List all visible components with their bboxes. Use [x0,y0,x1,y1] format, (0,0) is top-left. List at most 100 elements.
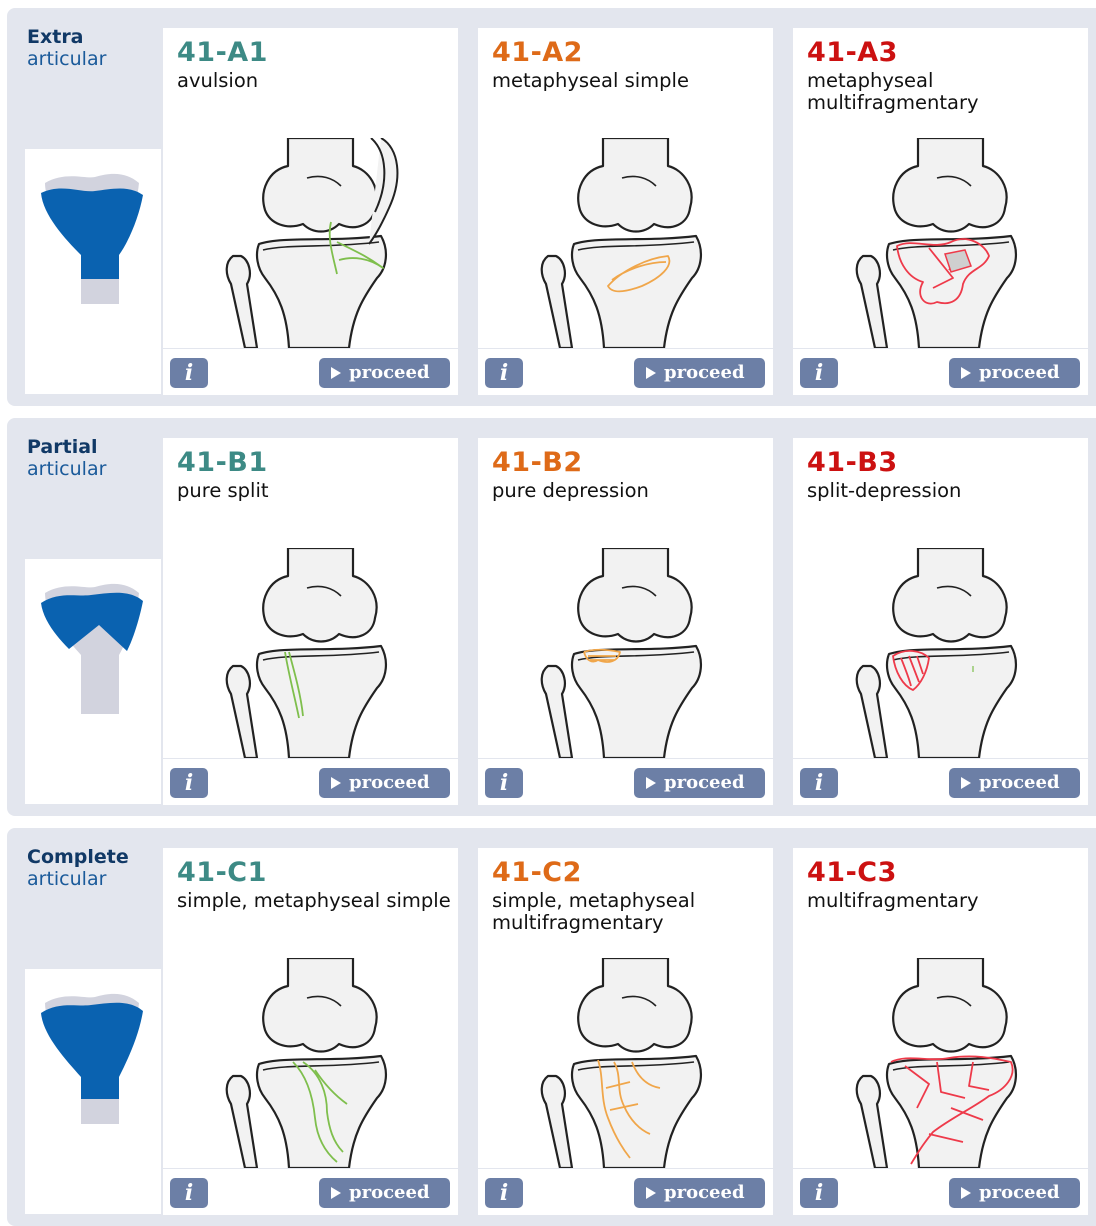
fracture-illustration [833,138,1063,348]
info-button[interactable]: i [485,768,523,798]
proceed-button[interactable]: proceed [634,358,765,388]
classification-name: simple, metaphyseal simple [177,890,452,912]
proceed-label: proceed [664,1182,745,1203]
proceed-button[interactable]: proceed [949,1178,1080,1208]
card-footer: i proceed [478,348,773,395]
classification-code: 41-A2 [492,37,583,68]
info-icon: i [815,770,823,796]
card-footer: i proceed [793,1168,1088,1215]
play-triangle-icon [331,367,341,379]
info-button[interactable]: i [800,768,838,798]
classification-code: 41-B2 [492,447,583,478]
card-footer: i proceed [163,348,458,395]
classification-name: simple, metaphyseal multifragmentary [492,890,767,934]
proceed-label: proceed [349,1182,430,1203]
play-triangle-icon [961,367,971,379]
classification-card-41-b1[interactable]: 41-B1pure split i proceed [163,438,458,805]
proceed-button[interactable]: proceed [634,768,765,798]
classification-name: metaphyseal multifragmentary [807,70,1082,114]
row-title-rest: articular [27,458,106,480]
card-footer: i proceed [793,758,1088,805]
proceed-button[interactable]: proceed [949,358,1080,388]
classification-name: pure split [177,480,452,502]
complete-articular-thumbnail [25,969,161,1214]
info-icon: i [185,770,193,796]
proceed-button[interactable]: proceed [319,358,450,388]
proceed-button[interactable]: proceed [319,1178,450,1208]
classification-name: split-depression [807,480,1082,502]
info-button[interactable]: i [800,1178,838,1208]
row-title-bold: Extra [27,26,106,48]
classification-code: 41-C2 [492,857,582,888]
info-icon: i [185,360,193,386]
fracture-illustration [203,548,433,758]
play-triangle-icon [646,367,656,379]
play-triangle-icon [961,1187,971,1199]
play-triangle-icon [646,777,656,789]
info-button[interactable]: i [170,1178,208,1208]
play-triangle-icon [961,777,971,789]
classification-code: 41-A3 [807,37,898,68]
fracture-illustration [518,548,748,758]
partial-articular-thumbnail [25,559,161,804]
row-panel-complete: Completearticular41-C1simple, metaphysea… [7,828,1096,1226]
info-button[interactable]: i [485,358,523,388]
classification-code: 41-C3 [807,857,897,888]
classification-card-41-a3[interactable]: 41-A3metaphyseal multifragmentary i procee… [793,28,1088,395]
play-triangle-icon [646,1187,656,1199]
classification-code: 41-B3 [807,447,898,478]
proceed-label: proceed [349,772,430,793]
row-title-rest: articular [27,48,106,70]
info-button[interactable]: i [800,358,838,388]
proceed-button[interactable]: proceed [634,1178,765,1208]
info-button[interactable]: i [170,768,208,798]
card-footer: i proceed [793,348,1088,395]
row-panel-extra: Extraarticular 41-A1avulsion i proceed 41-A2… [7,8,1096,406]
proceed-label: proceed [979,362,1060,383]
row-title-rest: articular [27,868,129,890]
fracture-illustration [833,958,1063,1168]
classification-name: avulsion [177,70,452,92]
fracture-illustration [203,958,433,1168]
proceed-label: proceed [979,772,1060,793]
info-button[interactable]: i [170,358,208,388]
classification-name: pure depression [492,480,767,502]
classification-card-41-b2[interactable]: 41-B2pure depression i proceed [478,438,773,805]
proceed-button[interactable]: proceed [949,768,1080,798]
row-title: Extraarticular [27,26,106,70]
classification-code: 41-B1 [177,447,268,478]
proceed-label: proceed [664,772,745,793]
proceed-button[interactable]: proceed [319,768,450,798]
proceed-label: proceed [349,362,430,383]
proceed-label: proceed [664,362,745,383]
classification-code: 41-A1 [177,37,268,68]
fracture-illustration [518,138,748,348]
card-footer: i proceed [478,1168,773,1215]
row-panel-partial: Partialarticular41-B1pure splitiproceed4… [7,418,1096,816]
classification-name: multifragmentary [807,890,1082,912]
row-title-bold: Complete [27,846,129,868]
info-icon: i [815,1180,823,1206]
fracture-illustration [203,138,433,348]
card-footer: i proceed [163,1168,458,1215]
row-title: Partialarticular [27,436,106,480]
info-button[interactable]: i [485,1178,523,1208]
info-icon: i [500,770,508,796]
row-title: Completearticular [27,846,129,890]
extra-articular-thumbnail [25,149,161,394]
info-icon: i [500,360,508,386]
proceed-label: proceed [979,1182,1060,1203]
classification-card-41-a1[interactable]: 41-A1avulsion i proceed [163,28,458,395]
classification-card-41-a2[interactable]: 41-A2metaphyseal simpleiproceed [478,28,773,395]
play-triangle-icon [331,1187,341,1199]
info-icon: i [185,1180,193,1206]
classification-card-41-c2[interactable]: 41-C2simple, metaphyseal multifragmentar… [478,848,773,1215]
play-triangle-icon [331,777,341,789]
info-icon: i [500,1180,508,1206]
card-footer: i proceed [163,758,458,805]
fracture-illustration [833,548,1063,758]
classification-card-41-c3[interactable]: 41-C3multifragmentary i proceed [793,848,1088,1215]
classification-card-41-c1[interactable]: 41-C1simple, metaphyseal simpleiproceed [163,848,458,1215]
fracture-illustration [518,958,748,1168]
classification-card-41-b3[interactable]: 41-B3split-depression i proceed [793,438,1088,805]
